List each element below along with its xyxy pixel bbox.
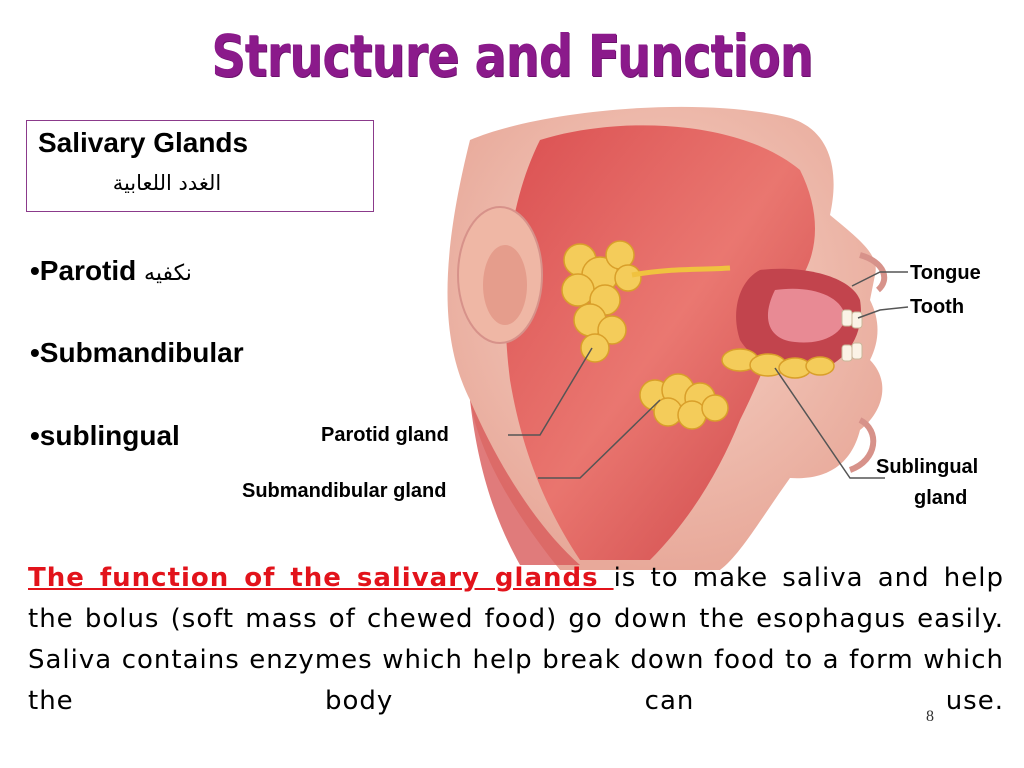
function-highlight: The function of the salivary glands: [28, 563, 614, 593]
sublingual-gland-shape: [721, 348, 835, 379]
parotid-gland-shape: [561, 240, 642, 363]
label-tooth: Tooth: [910, 296, 965, 318]
label-sublingual-line1: Sublingual: [876, 456, 979, 478]
bullet-parotid-label: •Parotid: [30, 255, 137, 286]
box-arabic-title: الغدد اللعابية: [112, 171, 222, 195]
neck-muscles: [470, 400, 580, 565]
bullet-parotid: •Parotid نكفيه: [30, 255, 192, 287]
function-paragraph: The function of the salivary glands is t…: [28, 558, 1004, 722]
bullet-parotid-arabic: نكفيه: [144, 261, 192, 286]
submandibular-gland-shape: [639, 373, 729, 430]
label-tongue: Tongue: [910, 262, 981, 284]
label-sublingual-line2: gland: [914, 487, 968, 509]
bullet-sublingual: •sublingual: [30, 420, 180, 452]
bullet-submandibular-label: •Submandibular: [30, 337, 244, 368]
bullet-submandibular: •Submandibular: [30, 337, 244, 369]
slide-title: Structure and Function: [211, 22, 813, 90]
page-number: 8: [926, 708, 934, 725]
tongue-shape: [767, 288, 845, 343]
salivary-glands-box: Salivary Glands الغدد اللعابية: [26, 120, 374, 212]
label-parotid-gland: Parotid gland: [321, 424, 449, 446]
bullet-sublingual-label: •sublingual: [30, 420, 180, 451]
facial-muscles: [505, 125, 815, 560]
leader-lines: [508, 271, 909, 479]
function-body-text: is to make saliva and help the bolus (so…: [28, 563, 1004, 716]
label-submandibular-gland: Submandibular gland: [242, 480, 447, 502]
box-title: Salivary Glands: [38, 127, 249, 158]
